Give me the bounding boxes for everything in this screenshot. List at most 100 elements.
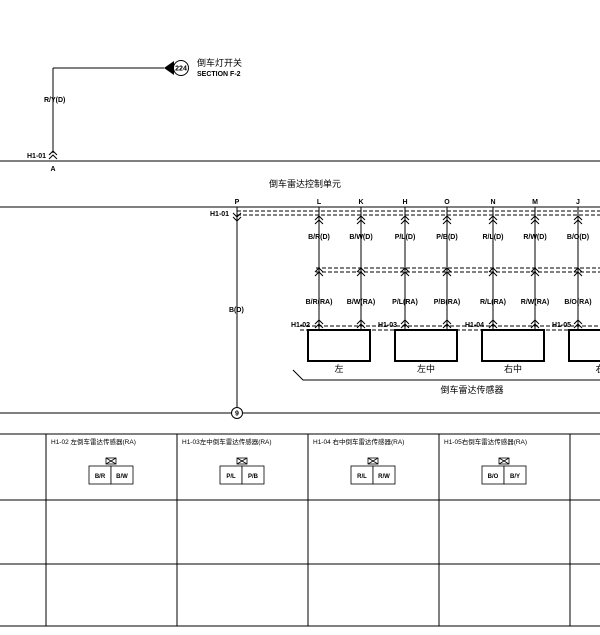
wire-top-color-O: P/B(D) (436, 234, 457, 241)
sensor-label: 右 (595, 363, 600, 374)
wire-top-color-K: B/W(D) (349, 234, 372, 241)
wire-top-color-H: P/L(D) (395, 234, 416, 241)
signal-wires: B/R(D) B/R(RA) B/W(D) B/W(RA) P/L(D) P/L(RA) P… (306, 207, 592, 330)
connector-chevron-icon (48, 150, 58, 160)
shield-bus (237, 210, 600, 216)
connector-chevron-icon (400, 267, 410, 277)
sensor-label: 左中 (417, 363, 435, 374)
connector-latch-icon (105, 457, 117, 465)
sensor-connector-H1-05: H1-05 (552, 322, 571, 329)
wire-bottom-color-J: B/O(RA) (564, 299, 591, 306)
sensor-box (481, 329, 545, 362)
reference-page-number: 224 (175, 66, 187, 73)
connector-latch-icon (236, 457, 248, 465)
connector-pin-cell (241, 465, 265, 485)
connector-pin-cell (372, 465, 396, 485)
connector-chevron-icon (400, 215, 410, 225)
ground-wire-color: B(D) (229, 307, 244, 314)
connector-pin-label: B/W (116, 474, 128, 480)
top-connector-label: H1-01 (27, 153, 46, 160)
reference-title: 倒车灯开关 (197, 57, 242, 68)
reference-marker[interactable]: 224 (164, 60, 189, 76)
connector-pin-label: B/R (95, 474, 106, 480)
connector-latch-icon (367, 457, 379, 465)
wire-bottom-color-N: R/L(RA) (480, 299, 506, 306)
connector-pin-label: P/B (248, 474, 259, 480)
connector-chevron-icon (573, 319, 583, 329)
terminal-pin-J: J (576, 199, 580, 206)
ground-point-number: 9 (235, 411, 239, 418)
top-wire-color: R/Y(D) (44, 97, 65, 104)
sensor-group-label: 倒车雷达传感器 (440, 384, 503, 395)
sensor-label: 右中 (504, 363, 522, 374)
terminal-pin-O: O (444, 199, 450, 206)
connector-table (0, 433, 600, 627)
connector-chevron-icon (356, 319, 366, 329)
connector-table-title: H1-03左中倒车雷达传感器(RA) (182, 437, 272, 446)
connector-pin-cell (110, 465, 134, 485)
connector-chevron-icon (488, 215, 498, 225)
connector-chevron-icon (314, 319, 324, 329)
wire-bottom-color-H: P/L(RA) (392, 299, 418, 306)
connector-chevron-icon (573, 215, 583, 225)
connector-chevron-icon (530, 267, 540, 277)
sensor-connector-H1-04: H1-04 (465, 322, 484, 329)
sensor-box (568, 329, 600, 362)
sensor-box (394, 329, 458, 362)
connector-chevron-icon (232, 212, 242, 222)
top-terminal-label: A (50, 166, 55, 173)
connector-pin-label: R/L (357, 474, 367, 480)
connector-pin-label: B/Y (510, 474, 520, 480)
connector-chevron-icon (442, 267, 452, 277)
sensor-group-bracket (292, 369, 600, 381)
connector-pin-label: B/O (488, 474, 499, 480)
sensor-label: 左 (334, 363, 343, 374)
connector-chevron-icon (488, 267, 498, 277)
connector-table-title: H1-04 右中倒车雷达传感器(RA) (313, 437, 404, 446)
control-unit-connector: H1-01 (210, 211, 229, 218)
terminal-pin-K: K (358, 199, 363, 206)
connector-pin-cell (503, 465, 527, 485)
page-reference-circle (173, 60, 189, 76)
wire-top-color-J: B/O(D) (567, 234, 589, 241)
arrow-left-icon (164, 61, 174, 75)
reference-section: SECTION F-2 (197, 71, 241, 78)
connector-chevron-icon (356, 215, 366, 225)
connector-chevron-icon (442, 215, 452, 225)
terminal-pin-L: L (317, 199, 322, 206)
connector-chevron-icon (400, 319, 410, 329)
wire-top-color-N: R/L(D) (483, 234, 504, 241)
sensor-connector-H1-02: H1-02 (291, 322, 310, 329)
terminal-pin-H: H (402, 199, 407, 206)
wire-top-color-M: R/W(D) (523, 234, 546, 241)
connector-table-title: H1-05右倒车雷达传感器(RA) (444, 437, 527, 446)
terminal-pin-N: N (490, 199, 495, 206)
control-unit-title: 倒车雷达控制单元 (269, 178, 341, 189)
sensor-connector-H1-03: H1-03 (378, 322, 397, 329)
sensor-box (307, 329, 371, 362)
connector-chevron-icon (573, 267, 583, 277)
connector-pin-label: R/W (378, 474, 390, 480)
terminal-pin-M: M (532, 199, 538, 206)
terminal-pin-P: P (235, 199, 240, 206)
wire-bottom-color-K: B/W(RA) (347, 299, 375, 306)
connector-chevron-icon (356, 267, 366, 277)
connector-table-cells: H1-02 左倒车雷达传感器(RA) B/R B/W H1-03左中倒车雷达传感器(R… (51, 437, 527, 485)
connector-chevron-icon (488, 319, 498, 329)
connector-chevron-icon (530, 215, 540, 225)
connector-chevron-icon (530, 319, 540, 329)
wire-top-color-L: B/R(D) (308, 234, 330, 241)
top-wire (52, 67, 164, 153)
connector-table-title: H1-02 左倒车雷达传感器(RA) (51, 437, 136, 446)
sensor-group: H1-02 左 H1-03 左中 H1-04 右中 H1-05 右 (291, 322, 600, 374)
connector-latch-icon (498, 457, 510, 465)
connector-chevron-icon (314, 215, 324, 225)
connector-pin-label: P/L (226, 474, 236, 480)
wire-bottom-color-O: P/B(RA) (434, 299, 460, 306)
wire-bottom-color-M: R/W(RA) (521, 299, 549, 306)
connector-chevron-icon (314, 267, 324, 277)
wire-bottom-color-L: B/R(RA) (306, 299, 333, 306)
connector-chevron-icon (442, 319, 452, 329)
